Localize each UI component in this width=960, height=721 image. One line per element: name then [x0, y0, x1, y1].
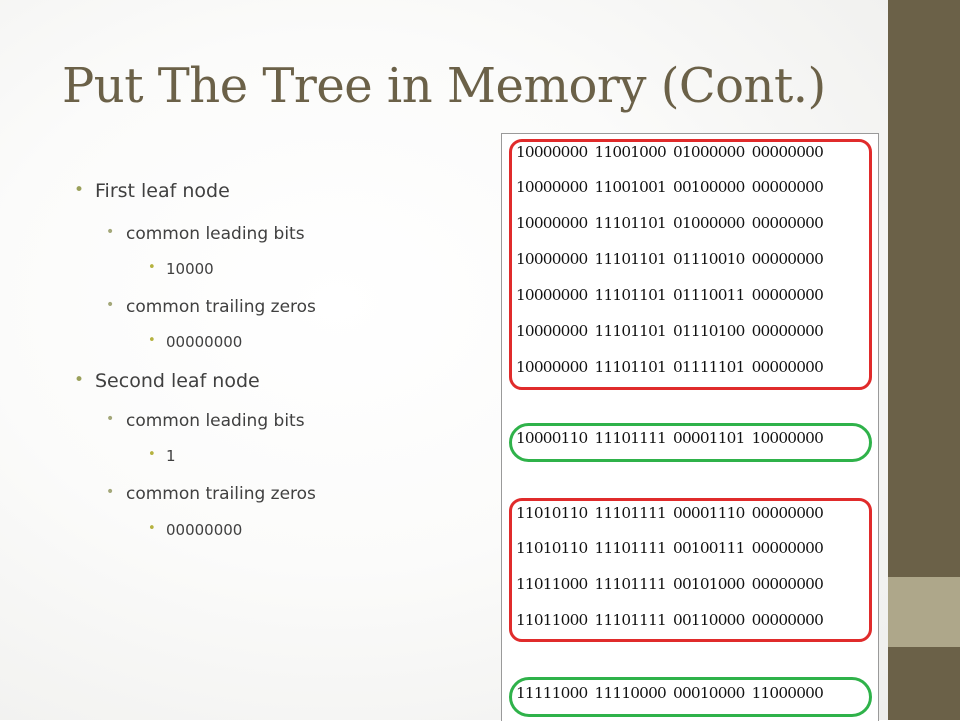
bullet-second-leaf-node: • Second leaf node	[74, 370, 260, 392]
bullet-dot-icon: •	[148, 260, 156, 275]
bullet-common-trailing-zeros: • common trailing zeros	[106, 484, 316, 504]
binary-table-figure: 10000000 11001000 01000000 00000000 1000…	[501, 133, 879, 721]
red-group-box	[509, 498, 872, 642]
binary-row: 11010110 11101111 00001110 00000000	[516, 504, 824, 522]
bullet-dot-icon: •	[74, 370, 85, 390]
bullet-dot-icon: •	[148, 447, 156, 462]
binary-row: 10000000 11101101 01110010 00000000	[516, 250, 824, 268]
bullet-value: • 10000	[148, 260, 214, 278]
bullet-label: 10000	[166, 260, 214, 278]
binary-row: 11010110 11101111 00100111 00000000	[516, 539, 824, 557]
bullet-label: common trailing zeros	[126, 297, 316, 317]
bullet-label: Second leaf node	[95, 370, 260, 392]
bullet-common-leading-bits: • common leading bits	[106, 224, 305, 244]
binary-row: 10000000 11001001 00100000 00000000	[516, 178, 824, 196]
binary-row: 10000000 11101101 01000000 00000000	[516, 214, 824, 232]
bullet-dot-icon: •	[106, 224, 115, 240]
bullet-dot-icon: •	[148, 333, 156, 348]
slide-title: Put The Tree in Memory (Cont.)	[62, 58, 826, 114]
binary-row: 10000000 11001000 01000000 00000000	[516, 143, 824, 161]
binary-row: 10000000 11101101 01111101 00000000	[516, 358, 824, 376]
bullet-label: 1	[166, 447, 176, 465]
green-group-box	[509, 423, 872, 462]
binary-row: 11011000 11101111 00110000 00000000	[516, 611, 824, 629]
bullet-value: • 00000000	[148, 521, 243, 539]
bullet-value: • 1	[148, 447, 176, 465]
bullet-label: common leading bits	[126, 224, 305, 244]
bullet-label: 00000000	[166, 333, 243, 351]
bullet-first-leaf-node: • First leaf node	[74, 180, 230, 202]
bullet-dot-icon: •	[106, 411, 115, 427]
bullet-common-trailing-zeros: • common trailing zeros	[106, 297, 316, 317]
sidebar-accent-block	[888, 577, 960, 647]
red-group-box	[509, 139, 872, 390]
green-group-box	[509, 677, 872, 717]
binary-row: 11011000 11101111 00101000 00000000	[516, 575, 824, 593]
bullet-label: common trailing zeros	[126, 484, 316, 504]
bullet-dot-icon: •	[74, 180, 85, 200]
bullet-dot-icon: •	[148, 521, 156, 536]
bullet-label: 00000000	[166, 521, 243, 539]
binary-row: 10000000 11101101 01110011 00000000	[516, 286, 824, 304]
bullet-value: • 00000000	[148, 333, 243, 351]
bullet-dot-icon: •	[106, 297, 115, 313]
binary-row: 11111000 11110000 00010000 11000000	[516, 684, 824, 702]
binary-row: 10000000 11101101 01110100 00000000	[516, 322, 824, 340]
bullet-common-leading-bits: • common leading bits	[106, 411, 305, 431]
bullet-label: First leaf node	[95, 180, 230, 202]
bullet-dot-icon: •	[106, 484, 115, 500]
bullet-label: common leading bits	[126, 411, 305, 431]
binary-row: 10000110 11101111 00001101 10000000	[516, 429, 824, 447]
